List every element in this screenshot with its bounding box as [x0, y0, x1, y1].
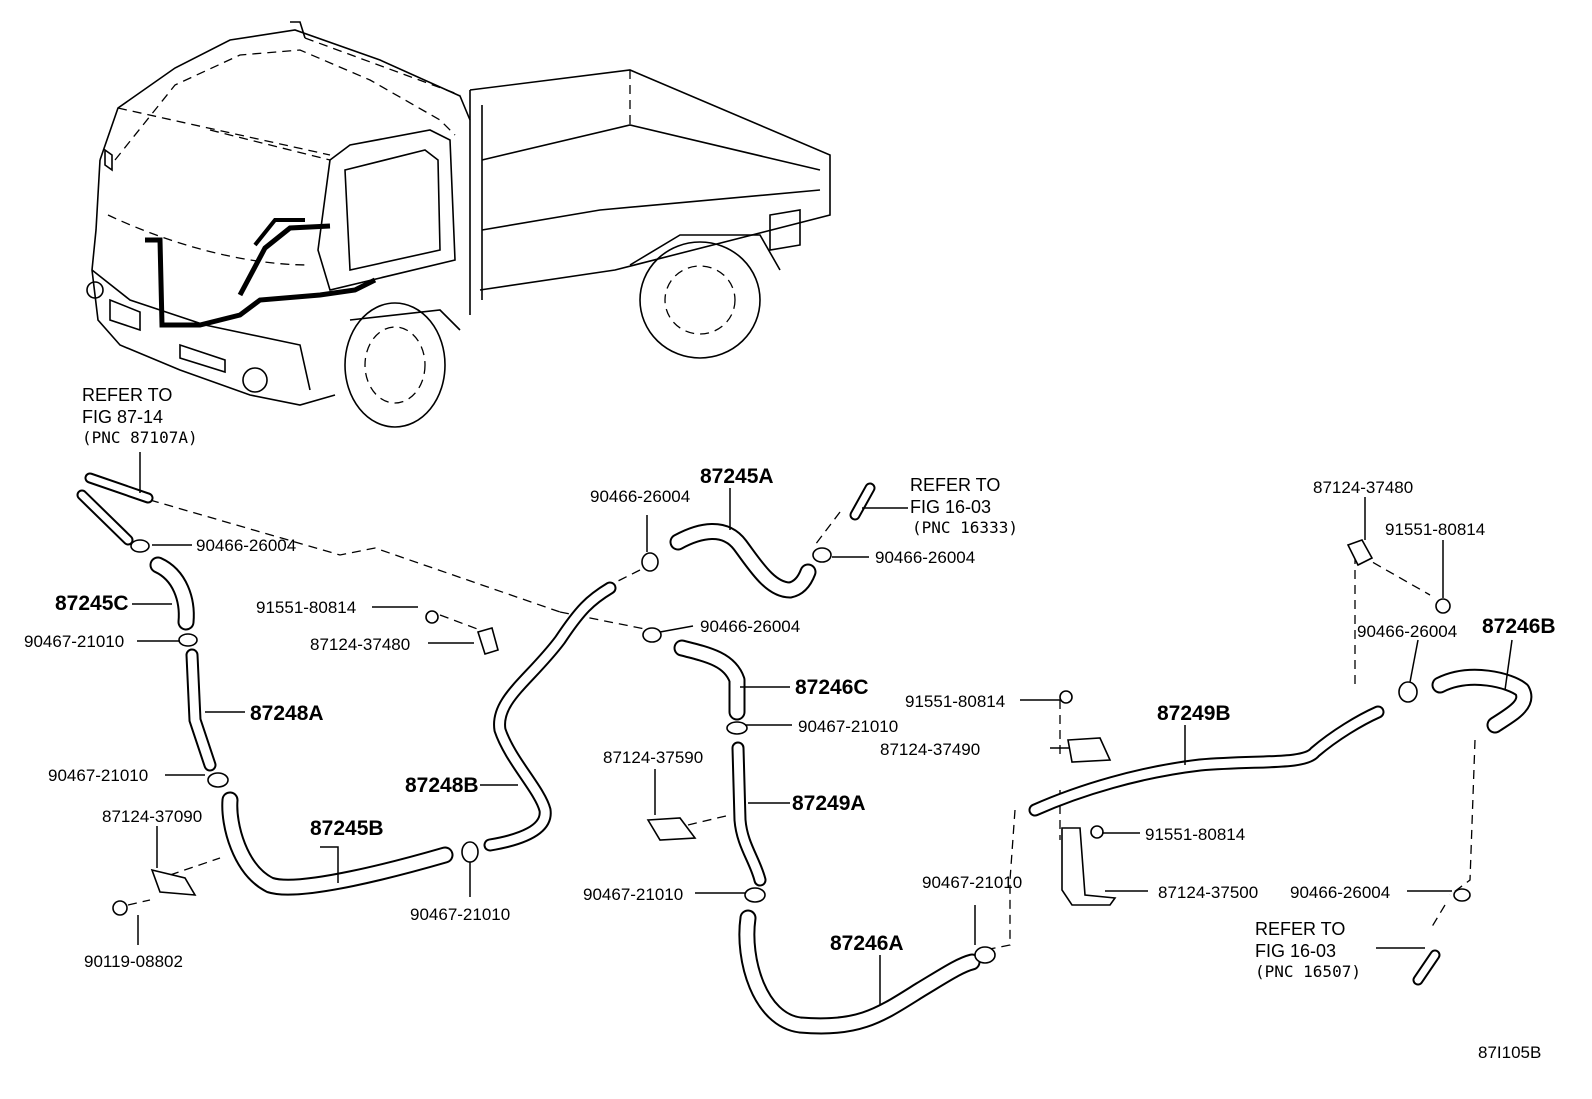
label-91551-80814-b: 91551-80814 — [905, 692, 1005, 711]
label-87245A: 87245A — [700, 465, 774, 488]
clamp-icon — [642, 627, 662, 643]
label-90466-26004-f: 90466-26004 — [1290, 883, 1390, 902]
label-87124-37490: 87124-37490 — [880, 740, 980, 759]
label-90467-21010-c: 90467-21010 — [410, 905, 510, 924]
label-90466-26004-e: 90466-26004 — [1357, 622, 1457, 641]
label-87245C: 87245C — [55, 592, 129, 615]
bracket-icon — [1346, 539, 1374, 567]
refer-note-2-line1: REFER TO — [910, 475, 1000, 495]
label-90466-26004-b: 90466-26004 — [590, 487, 690, 506]
label-87246A: 87246A — [830, 932, 904, 955]
refer-note-2-line2: FIG 16-03 — [910, 497, 991, 517]
labels: REFER TO FIG 87-14 (PNC 87107A) REFER TO… — [24, 385, 1556, 1062]
label-90467-21010-e: 90467-21010 — [583, 885, 683, 904]
label-87248B: 87248B — [405, 774, 479, 797]
bolt-icon — [1059, 690, 1073, 704]
label-87124-37480-a: 87124-37480 — [310, 635, 410, 654]
bracket-icon — [646, 817, 697, 841]
clamp-icon — [1453, 888, 1471, 902]
refer-note-3-line3: (PNC 16507) — [1255, 962, 1361, 981]
bracket-icon — [1067, 737, 1112, 763]
refer-note-3-line2: FIG 16-03 — [1255, 941, 1336, 961]
refer-note-2-line3: (PNC 16333) — [912, 518, 1018, 537]
label-90467-21010-a: 90467-21010 — [24, 632, 124, 651]
label-90467-21010-f: 90467-21010 — [922, 873, 1022, 892]
label-87245B: 87245B — [310, 817, 384, 840]
bolt-icon — [1090, 825, 1104, 839]
refer-note-3-line1: REFER TO — [1255, 919, 1345, 939]
clamp-icon — [744, 887, 766, 903]
refer-note-1-line2: FIG 87-14 — [82, 407, 163, 427]
label-87124-37480-b: 87124-37480 — [1313, 478, 1413, 497]
diagram-id: 87I105B — [1478, 1043, 1541, 1062]
label-87246C: 87246C — [795, 676, 869, 699]
label-87249B: 87249B — [1157, 702, 1231, 725]
leader-lines — [132, 452, 1513, 1005]
label-87124-37090: 87124-37090 — [102, 807, 202, 826]
bolt-icon — [1435, 598, 1451, 614]
label-90119-08802: 90119-08802 — [84, 952, 183, 971]
truck-illustration — [86, 21, 831, 428]
label-90466-26004-c: 90466-26004 — [875, 548, 975, 567]
label-90466-26004-a: 90466-26004 — [196, 536, 296, 555]
label-87249A: 87249A — [792, 792, 866, 815]
clamps-brackets — [112, 539, 1471, 964]
label-87246B: 87246B — [1482, 615, 1556, 638]
bolt-icon — [112, 900, 128, 916]
clamp-icon — [178, 633, 198, 647]
label-91551-80814-d: 91551-80814 — [1385, 520, 1485, 539]
clamp-icon — [726, 721, 748, 735]
label-91551-80814-c: 91551-80814 — [1145, 825, 1245, 844]
clamp-icon — [461, 841, 479, 863]
clamp-icon — [207, 772, 229, 788]
clamp-icon — [974, 946, 996, 964]
clamp-icon — [130, 539, 150, 553]
label-90467-21010-d: 90467-21010 — [798, 717, 898, 736]
label-87248A: 87248A — [250, 702, 324, 725]
bracket-icon — [1061, 827, 1117, 906]
clamp-icon — [812, 547, 832, 563]
label-87124-37590: 87124-37590 — [603, 748, 703, 767]
label-90467-21010-b: 90467-21010 — [48, 766, 148, 785]
bracket-icon — [476, 627, 499, 655]
hoses — [76, 472, 1533, 1035]
refer-note-1-line3: (PNC 87107A) — [82, 428, 198, 447]
dashed-connectors — [127, 499, 1476, 951]
label-87124-37500: 87124-37500 — [1158, 883, 1258, 902]
clamp-icon — [1398, 681, 1418, 703]
bolt-icon — [425, 610, 439, 624]
bracket-icon — [150, 868, 197, 896]
refer-note-1-line1: REFER TO — [82, 385, 172, 405]
label-90466-26004-d: 90466-26004 — [700, 617, 800, 636]
label-91551-80814-a: 91551-80814 — [256, 598, 356, 617]
clamp-icon — [641, 552, 659, 572]
